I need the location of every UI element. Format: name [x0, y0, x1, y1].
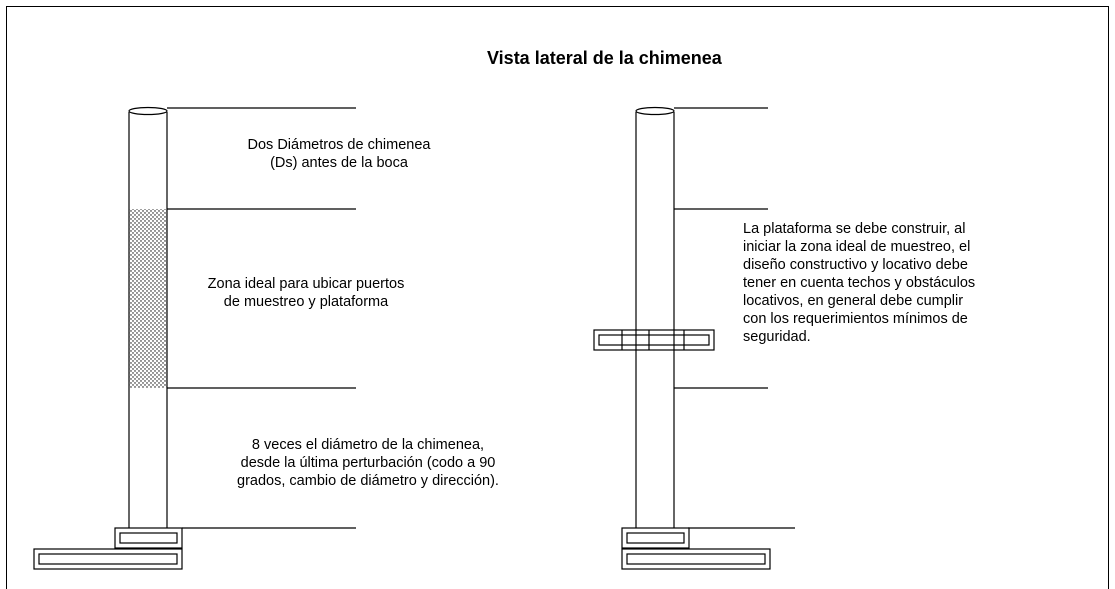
label-line: iniciar la zona ideal de muestreo, el — [743, 239, 971, 255]
sampling-platform — [593, 329, 715, 351]
label-line: 8 veces el diámetro de la chimenea, — [251, 437, 485, 453]
label-eight-diameters: 8 veces el diámetro de la chimenea, desd… — [198, 436, 538, 490]
left-chimney-mouth — [128, 106, 168, 116]
left-chimney-base — [33, 527, 183, 570]
label-line: desde la última perturbación (codo a 90 — [240, 455, 496, 471]
label-line: de muestreo y plataforma — [223, 294, 389, 310]
label-platform-note: La plataforma se debe construir, al inic… — [743, 220, 1045, 346]
right-chimney-base — [621, 527, 771, 570]
diagram-title: Vista lateral de la chimenea — [487, 48, 722, 68]
label-two-diameters: Dos Diámetros de chimenea (Ds) antes de … — [222, 136, 456, 172]
left-chimney — [33, 106, 356, 570]
label-ideal-zone: Zona ideal para ubicar puertos de muestr… — [176, 275, 436, 311]
label-line: Dos Diámetros de chimenea — [247, 137, 431, 153]
label-line: La plataforma se debe construir, al — [743, 221, 966, 237]
right-chimney-mouth — [635, 106, 675, 116]
label-line: Zona ideal para ubicar puertos — [207, 276, 405, 292]
right-chimney — [593, 106, 795, 570]
label-line: grados, cambio de diámetro y dirección). — [237, 473, 499, 489]
label-line: tener en cuenta techos y obstáculos — [743, 275, 976, 291]
label-line: seguridad. — [743, 329, 811, 345]
sampling-zone-hatch — [129, 209, 167, 388]
label-line: (Ds) antes de la boca — [270, 155, 408, 171]
label-line: con los requerimientos mínimos de — [743, 311, 968, 327]
label-line: diseño constructivo y locativo debe — [743, 257, 968, 273]
diagram-frame — [6, 6, 1109, 589]
label-line: locativos, en general debe cumplir — [743, 293, 964, 309]
